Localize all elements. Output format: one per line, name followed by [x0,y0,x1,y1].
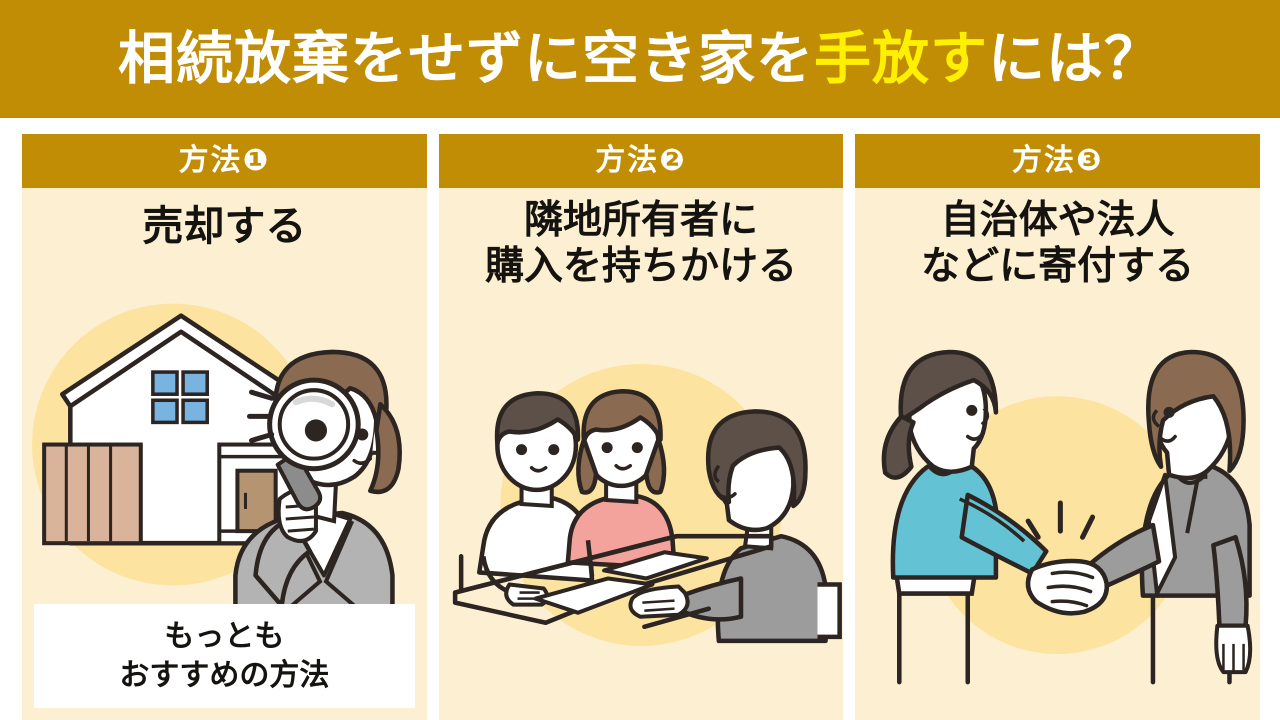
method-card-2[interactable]: 方法❷ 隣地所有者に 購入を持ちかける [438,134,844,720]
handshake-svg [882,349,1253,685]
method-card-2-title-line-2: 購入を持ちかける [485,245,798,289]
page-title-part2: には？ [988,26,1162,91]
method-card-1-header-label: 方法❶ [178,144,271,177]
meeting-at-table-three-people-illustration [439,290,844,720]
two-women-handshake-illustration [855,290,1260,720]
method-card-3-title: 自治体や法人 などに寄付する [855,188,1260,290]
method-card-3-header: 方法❸ [855,134,1261,188]
title-bar: 相続放棄をせずに空き家を手放すには？ [0,0,1280,118]
method-card-1-title-line-1: 売却する [142,203,307,249]
method-card-1-body: もっとも おすすめの方法 [22,250,427,720]
method-card-3-title-line-1: 自治体や法人 [940,199,1175,242]
method-card-2-body [439,290,844,720]
method-card-1-header: 方法❶ [22,134,427,188]
page-title-part1: 相続放棄をせずに空き家を [118,26,814,91]
method-card-3[interactable]: 方法❸ 自治体や法人 などに寄付する [855,134,1261,720]
method-card-2-title-line-1: 隣地所有者に [524,199,759,242]
method-card-3-title-line-2: などに寄付する [921,245,1195,289]
method-card-1-title: 売却する [22,188,427,250]
method-card-3-body [855,290,1260,720]
method-card-2-header: 方法❷ [438,134,844,188]
recommendation-box: もっとも おすすめの方法 [34,604,415,708]
page-title: 相続放棄をせずに空き家を手放すには？ [118,30,1162,88]
meeting-table-svg [452,364,842,646]
recommendation-line-2: おすすめの方法 [119,659,330,692]
method-card-3-header-label: 方法❸ [1011,144,1104,177]
recommendation-line-1: もっとも [164,620,285,653]
methods-row: 方法❶ 売却する [22,134,1261,720]
method-card-1[interactable]: 方法❶ 売却する [22,134,427,720]
method-card-2-title: 隣地所有者に 購入を持ちかける [439,188,844,290]
page-title-highlight: 手放す [814,26,988,91]
method-card-2-header-label: 方法❷ [595,144,687,177]
